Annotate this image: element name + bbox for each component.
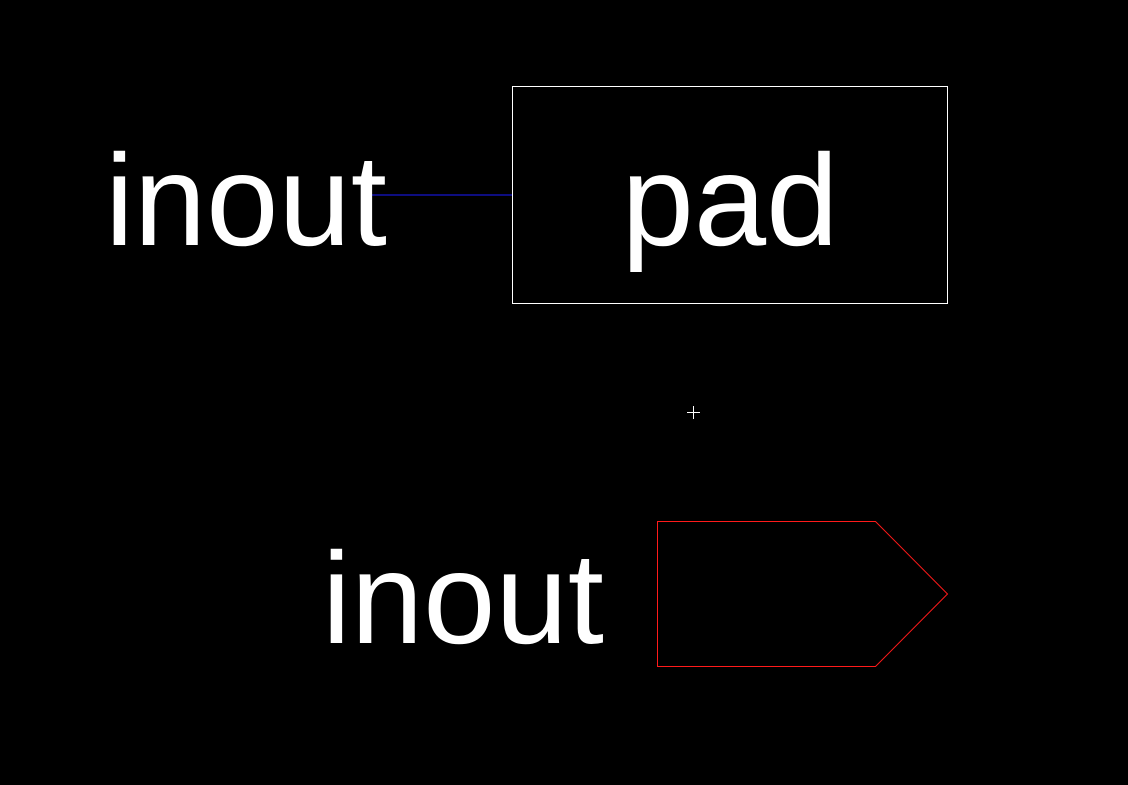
- inout-port-shape[interactable]: [657, 521, 949, 667]
- bottom-pin-label: inout: [322, 525, 604, 671]
- pad-box[interactable]: [512, 86, 948, 304]
- top-pin-label: inout: [105, 127, 387, 273]
- pad-label: pad: [622, 127, 839, 273]
- origin-crosshair-icon: [687, 406, 700, 419]
